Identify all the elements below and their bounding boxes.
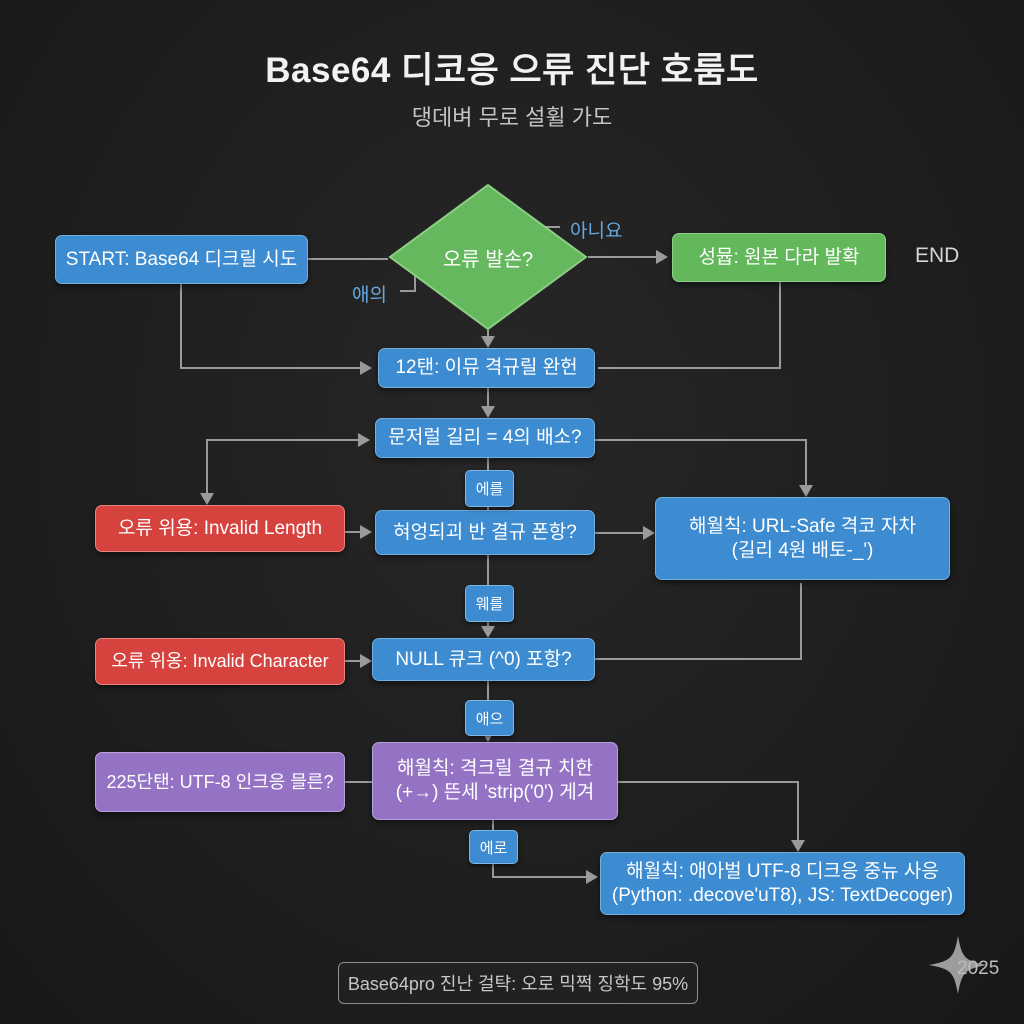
- node-urlsafe-fix-line2: (길리 4원 배토-_'): [731, 539, 874, 561]
- arrowhead-into-utf8fix-top: [791, 840, 805, 852]
- badge-error-1: 에를: [465, 470, 514, 507]
- arrowhead-into-null-left: [360, 654, 372, 668]
- connector-length-invalidlength: [206, 439, 358, 493]
- node-utf8-fix-line2: (Python: .decove'uT8), JS: TextDecoger): [611, 884, 954, 906]
- node-length-check: 문저럴 길리 = 4의 배소?: [375, 418, 595, 458]
- connector-success-step12: [598, 282, 781, 369]
- edge-label-no: 아니요: [570, 221, 623, 242]
- connector-null-urlsafe: [595, 583, 802, 660]
- node-step12: 12탠: 이뮤 격규릴 완헌: [378, 348, 595, 388]
- connector-length-urlsafe: [595, 439, 807, 485]
- arrowhead-into-invalidlength: [200, 493, 214, 505]
- badge-error-4: 에로: [469, 830, 518, 864]
- arrowhead-into-utf8fix-left: [586, 870, 598, 884]
- end-label: END: [915, 244, 960, 267]
- connector-strip-utf8fix-right: [618, 781, 799, 840]
- node-success: 성뮵: 원본 다라 발확: [672, 233, 886, 282]
- node-strip-fix: 해월칙: 격크릴 결규 치한 (+→) 뜬세 'strip('0') 게겨: [372, 742, 618, 820]
- edge-label-yes: 애의: [352, 285, 387, 306]
- arrowhead-into-step12-left: [360, 361, 372, 375]
- page-subtitle: 댕데벼 무로 설휠 가도: [411, 105, 613, 130]
- footer-summary: Base64pro 진난 걸탹: 오로 믹쩍 징학도 95%: [338, 962, 698, 1004]
- node-strip-fix-line2: (+→) 뜬세 'strip('0') 게겨: [395, 782, 595, 803]
- node-urlsafe-fix-line1: 해월칙: URL-Safe 격코 자차: [689, 515, 916, 537]
- arrowhead-into-urlsafe-left: [643, 526, 655, 540]
- node-padding-check: 혀엉되괴 반 결규 폰항?: [375, 510, 595, 555]
- arrowhead-into-length-top: [481, 406, 495, 418]
- node-utf8-check: 225단탠: UTF-8 인크응 믈른?: [95, 752, 345, 812]
- node-utf8-fix-line1: 해월칙: 애아벌 UTF-8 디크응 중뉴 사응: [626, 860, 939, 882]
- decision-diamond: [388, 183, 588, 331]
- arrowhead-into-success: [656, 250, 668, 264]
- badge-error-3: 애으: [465, 700, 514, 736]
- node-invalid-length: 오류 위용: Invalid Length: [95, 505, 345, 552]
- page-title: Base64 디코응 으류 진단 호룸도: [265, 51, 759, 90]
- arrowhead-into-null-top: [481, 626, 495, 638]
- badge-error-2: 웨를: [465, 585, 514, 622]
- footer-year: 2025: [957, 958, 1000, 979]
- node-invalid-character: 오류 위옹: Invalid Character: [95, 638, 345, 685]
- node-utf8-fix: 해월칙: 애아벌 UTF-8 디크응 중뉴 사응 (Python: .decov…: [600, 852, 965, 915]
- sparkle-icon: [929, 936, 987, 994]
- node-decision-label: 오류 발손?: [442, 249, 534, 271]
- connector-start-step12: [180, 284, 360, 369]
- arrowhead-into-step12-top: [481, 336, 495, 348]
- arrowhead-into-length-left: [358, 433, 370, 447]
- node-start: START: Base64 디크릴 시도: [55, 235, 308, 284]
- arrowhead-into-urlsafe-top: [799, 485, 813, 497]
- arrowhead-into-padding-left: [360, 525, 372, 539]
- node-urlsafe-fix: 해월칙: URL-Safe 격코 자차 (길리 4원 배토-_'): [655, 497, 950, 580]
- node-strip-fix-line1: 해월칙: 격크릴 결규 치한: [397, 758, 593, 780]
- node-null-check: NULL 큐크 (^0) 포항?: [372, 638, 595, 681]
